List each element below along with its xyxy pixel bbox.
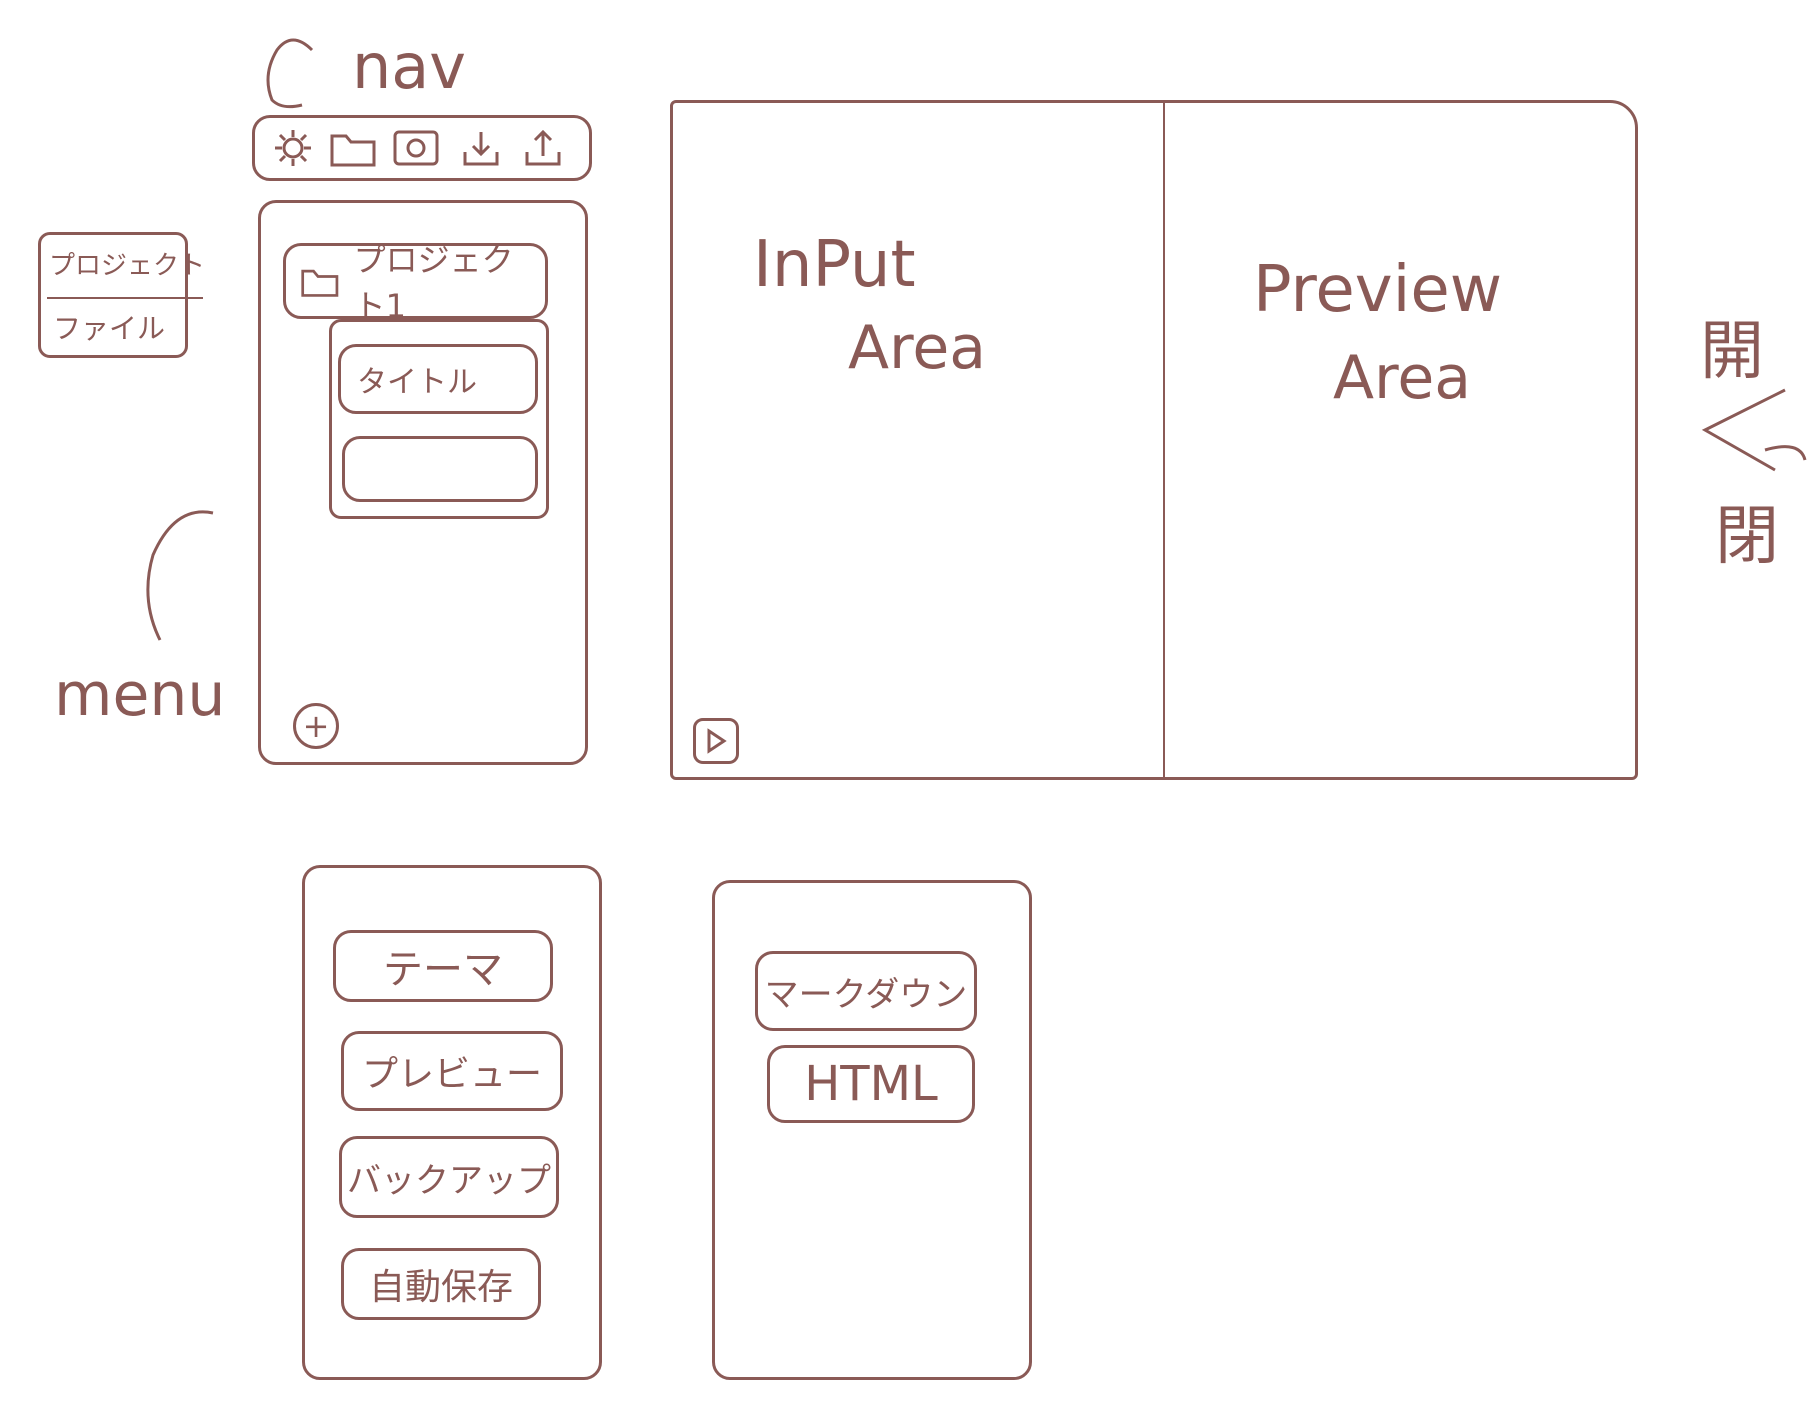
project-children: タイトル: [329, 319, 549, 519]
close-annotation: 閉: [1715, 500, 1779, 574]
toggle-arrow: [1701, 388, 1807, 472]
preview-area-label-2: Area: [1333, 343, 1472, 413]
gear-icon[interactable]: [267, 126, 319, 170]
export-markdown-button[interactable]: マークダウン: [755, 951, 977, 1031]
export-menu-panel: マークダウン HTML: [712, 880, 1032, 1380]
download-icon[interactable]: [455, 126, 507, 170]
settings-autosave-button[interactable]: 自動保存: [341, 1248, 541, 1320]
image-icon[interactable]: [390, 126, 442, 170]
folder-icon: [301, 269, 339, 297]
project-label: プロジェクト1: [353, 241, 514, 325]
editor-divider: [1163, 103, 1165, 779]
open-annotation: 開: [1700, 315, 1764, 389]
settings-menu-panel: テーマ プレビュー バックアップ 自動保存: [302, 865, 602, 1380]
menu-pointer-arrow: [146, 510, 214, 641]
sidebar-panel: プロジェクト1 タイトル +: [258, 200, 588, 765]
settings-theme-button[interactable]: テーマ: [333, 930, 553, 1002]
file-field[interactable]: [342, 436, 538, 502]
menu-annotation: menu: [54, 660, 226, 730]
settings-backup-button[interactable]: バックアップ: [339, 1136, 559, 1218]
main-editor: InPut Area Preview Area: [670, 100, 1638, 780]
preview-area-label-1: Preview: [1253, 253, 1503, 327]
title-field-label: タイトル: [357, 365, 477, 400]
nav-toolbar: [252, 115, 592, 181]
export-html-button[interactable]: HTML: [767, 1045, 975, 1123]
input-area-label-1: InPut: [753, 228, 916, 302]
input-area-label-2: Area: [848, 313, 987, 383]
title-field[interactable]: タイトル: [338, 344, 538, 414]
folder-icon[interactable]: [327, 126, 379, 170]
context-menu-project[interactable]: プロジェクト: [49, 251, 206, 281]
nav-annotation: nav: [352, 30, 466, 103]
play-icon[interactable]: [693, 718, 739, 764]
context-menu-divider: [47, 297, 203, 299]
context-menu: プロジェクト ファイル: [38, 232, 205, 358]
upload-icon[interactable]: [517, 126, 569, 170]
project-item[interactable]: プロジェクト1: [283, 241, 548, 325]
settings-preview-button[interactable]: プレビュー: [341, 1031, 563, 1111]
plus-icon[interactable]: +: [293, 703, 339, 749]
context-menu-file[interactable]: ファイル: [53, 312, 166, 345]
nav-pointer-arrow: [266, 38, 314, 109]
